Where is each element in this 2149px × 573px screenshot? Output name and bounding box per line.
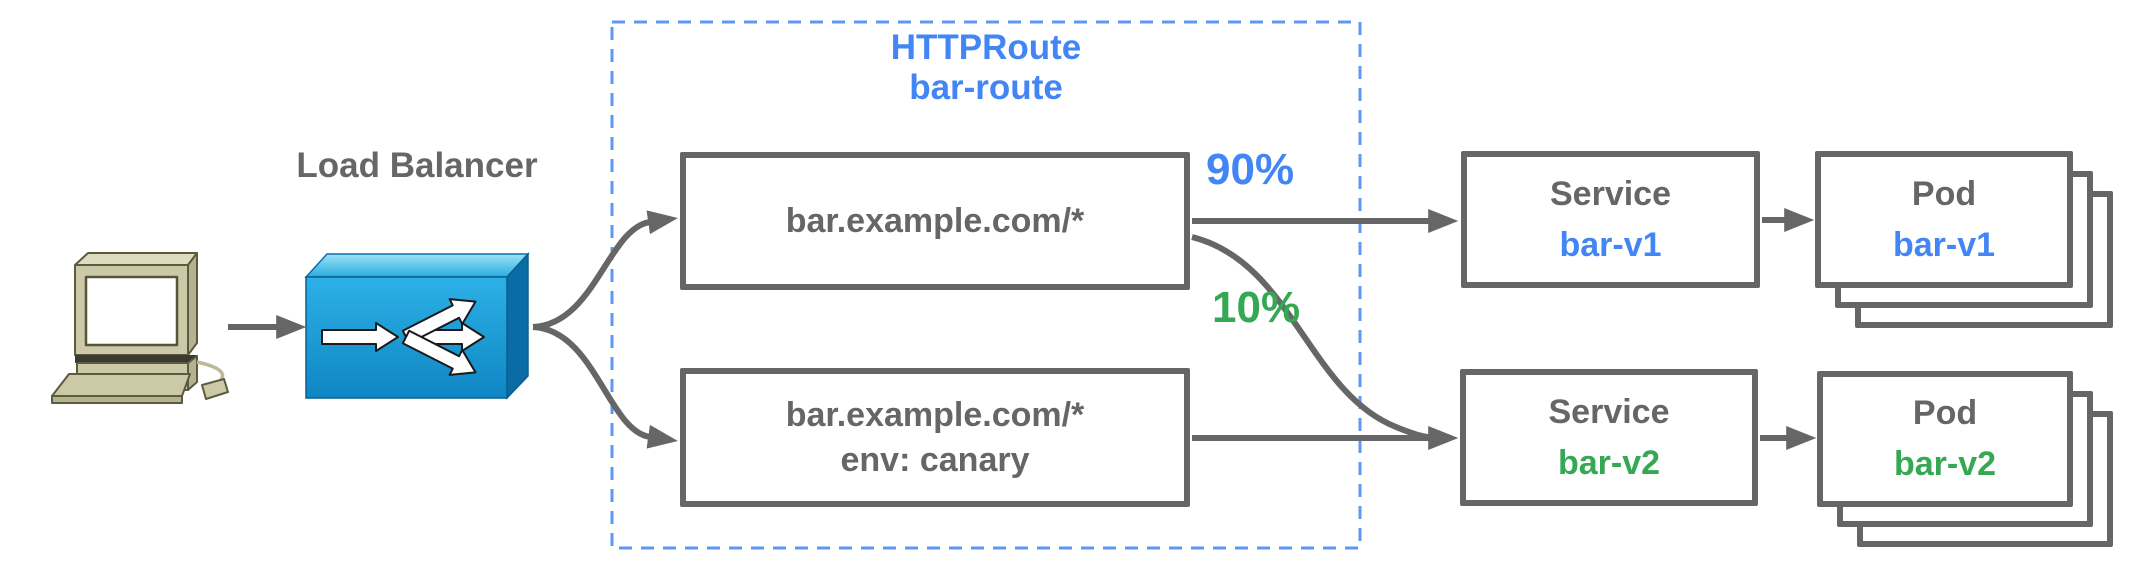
service-2-name: bar-v2 <box>1557 443 1661 482</box>
connectors <box>228 208 1817 450</box>
httproute-name: bar-route <box>909 68 1063 108</box>
load-balancer-icon <box>304 252 530 400</box>
arrow-lb-to-match1 <box>532 210 678 330</box>
httproute-group-border <box>610 20 1362 550</box>
httproute-title: HTTPRoute bar-route <box>612 28 1360 109</box>
service-bar-v1-box: Service bar-v1 <box>1461 151 1760 288</box>
route-match-box-2: bar.example.com/* env: canary <box>680 368 1190 507</box>
pod-2-kind: Pod <box>1912 394 1978 432</box>
pod-2-name: bar-v2 <box>1893 445 1997 483</box>
service-1-kind: Service <box>1550 174 1671 213</box>
httproute-kind: HTTPRoute <box>890 28 1082 67</box>
pod-bar-v1-box: Pod bar-v1 <box>1815 151 2073 288</box>
weight-label-10: 10% <box>1212 283 1301 332</box>
weight-label-90: 90% <box>1206 145 1295 194</box>
pod-1-kind: Pod <box>1911 174 1977 213</box>
arrow-lb-to-match2 <box>532 324 678 449</box>
pod-1-name: bar-v1 <box>1892 225 1996 264</box>
pod-stack-bar-v1: Pod bar-v1 <box>1815 151 2113 328</box>
service-bar-v2-box: Service bar-v2 <box>1460 369 1758 506</box>
match-2-host: bar.example.com/* <box>785 395 1085 434</box>
match-1-host: bar.example.com/* <box>785 201 1085 240</box>
lb-fanout-arrows <box>321 298 485 376</box>
match-2-header: env: canary <box>840 440 1030 479</box>
route-match-box-1: bar.example.com/* <box>680 152 1190 290</box>
curve-match1-to-service2-10 <box>1191 234 1441 441</box>
service-2-kind: Service <box>1548 392 1670 431</box>
load-balancer-label: Load Balancer <box>296 146 538 185</box>
service-1-name: bar-v1 <box>1559 225 1662 264</box>
client-computer-icon <box>51 252 229 404</box>
pod-bar-v2-box: Pod bar-v2 <box>1817 371 2073 507</box>
pod-stack-bar-v2: Pod bar-v2 <box>1817 371 2113 547</box>
